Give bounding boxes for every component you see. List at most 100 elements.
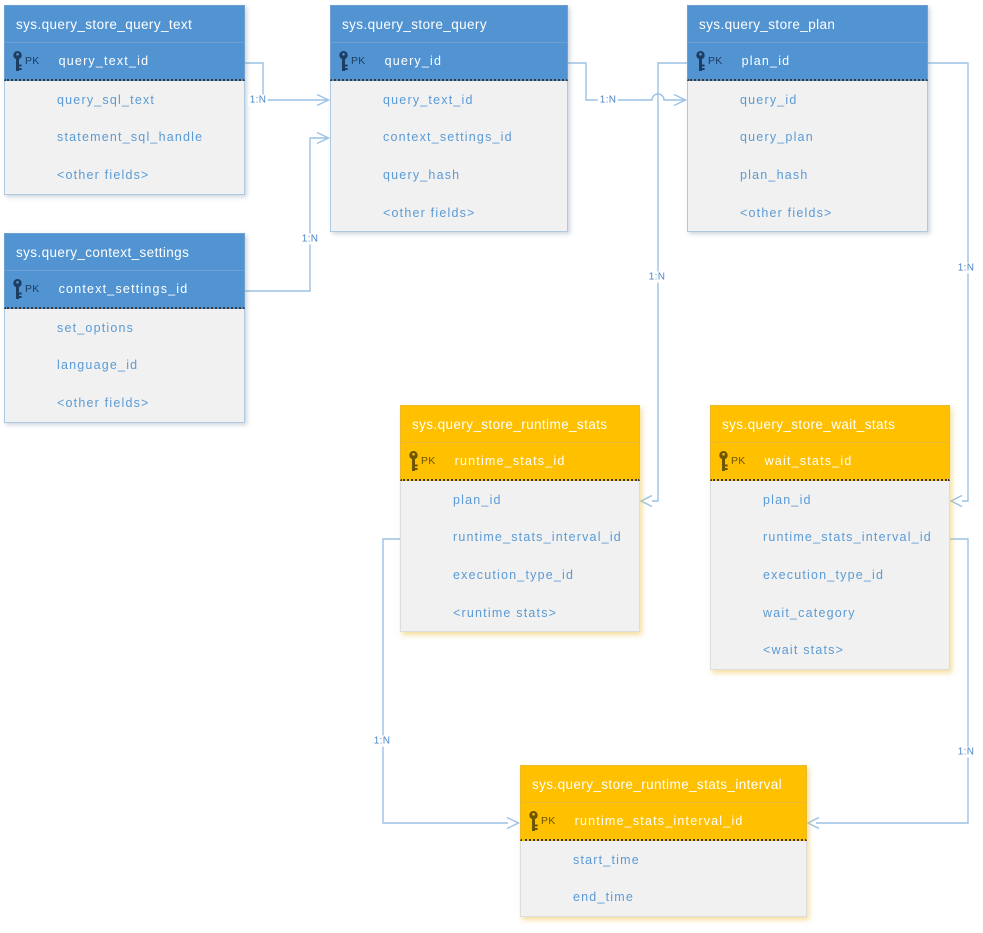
primary-key-row: PK query_id	[330, 43, 568, 81]
primary-key-row: PK context_settings_id	[4, 271, 245, 309]
field-row: <runtime stats>	[401, 594, 639, 632]
field-name: query_plan	[740, 130, 814, 145]
field-name: query_sql_text	[57, 92, 156, 107]
field-name: query_hash	[383, 167, 461, 182]
field-name: <other fields>	[57, 395, 150, 410]
connector-line	[245, 137, 328, 292]
primary-key-icon	[12, 278, 23, 300]
field-row: execution_type_id	[711, 556, 949, 594]
entity-title: sys.query_store_query_text	[4, 5, 245, 43]
entity-sys-query-context-settings: sys.query_context_settings PK context_se…	[4, 233, 245, 423]
entity-fields: query_id query_plan plan_hash <other fields…	[687, 81, 928, 233]
field-name: set_options	[57, 320, 135, 335]
field-name: plan_hash	[740, 167, 809, 182]
primary-key-icon	[528, 810, 539, 832]
entity-sys-query-store-query-text: sys.query_store_query_text PK query_text…	[4, 5, 245, 195]
field-row: end_time	[521, 879, 806, 917]
field-row: <wait stats>	[711, 631, 949, 669]
cardinality-label: 1:N	[955, 262, 977, 274]
entity-sys-query-store-runtime-stats: sys.query_store_runtime_stats PK runtime…	[400, 405, 640, 633]
entity-title: sys.query_store_query	[330, 5, 568, 43]
primary-key-icon	[695, 50, 706, 72]
cardinality-label: 1:N	[646, 271, 668, 283]
pk-field-name: plan_id	[741, 54, 791, 68]
cardinality-label: 1:N	[597, 94, 619, 106]
field-row: wait_category	[711, 594, 949, 632]
field-name: query_text_id	[383, 92, 474, 107]
primary-key-row: PK plan_id	[687, 43, 928, 81]
pk-field-name: runtime_stats_interval_id	[574, 814, 744, 828]
entity-sys-query-store-runtime-stats-interval: sys.query_store_runtime_stats_interval P…	[520, 765, 807, 918]
field-row: plan_hash	[688, 156, 927, 194]
primary-key-row: PK wait_stats_id	[710, 443, 950, 481]
field-row: query_id	[688, 81, 927, 119]
primary-key-icon	[408, 450, 419, 472]
pk-badge: PK	[421, 455, 436, 467]
field-row: query_sql_text	[5, 81, 244, 119]
entity-title: sys.query_store_plan	[687, 5, 928, 43]
field-row: <other fields>	[5, 384, 244, 422]
pk-field-name: query_id	[384, 54, 443, 68]
field-row: runtime_stats_interval_id	[401, 519, 639, 557]
pk-field-name: query_text_id	[58, 54, 150, 68]
field-name: <wait stats>	[763, 643, 845, 658]
entity-fields: query_text_id context_settings_id query_ha…	[330, 81, 568, 233]
field-name: execution_type_id	[453, 567, 575, 582]
field-name: plan_id	[453, 492, 502, 507]
cardinality-label: 1:N	[247, 94, 269, 106]
field-name: runtime_stats_interval_id	[763, 530, 932, 545]
pk-badge: PK	[708, 55, 723, 67]
field-name: plan_id	[763, 492, 812, 507]
entity-sys-query-store-wait-stats: sys.query_store_wait_stats PK wait_stats…	[710, 405, 950, 670]
cardinality-label: 1:N	[371, 735, 393, 747]
field-name: start_time	[573, 852, 640, 867]
pk-field-name: wait_stats_id	[764, 454, 853, 468]
connector-arrow-icon	[316, 131, 331, 145]
field-row: context_settings_id	[331, 119, 567, 157]
field-name: context_settings_id	[383, 130, 513, 145]
pk-badge: PK	[731, 455, 746, 467]
entity-title: sys.query_store_wait_stats	[710, 405, 950, 443]
primary-key-icon	[338, 50, 349, 72]
field-name: execution_type_id	[763, 567, 885, 582]
entity-title: sys.query_store_runtime_stats_interval	[520, 765, 807, 803]
primary-key-row: PK runtime_stats_interval_id	[520, 803, 807, 841]
connector-arrow-icon	[673, 93, 688, 107]
pk-badge: PK	[25, 55, 40, 67]
connector-arrow-icon	[806, 816, 820, 830]
field-row: plan_id	[711, 481, 949, 519]
connector-line	[568, 62, 685, 101]
connector-arrow-icon	[639, 494, 653, 508]
cardinality-label: 1:N	[955, 746, 977, 758]
field-row: start_time	[521, 841, 806, 879]
field-row: query_plan	[688, 119, 927, 157]
field-name: <other fields>	[740, 205, 833, 220]
field-row: <other fields>	[5, 156, 244, 194]
primary-key-row: PK runtime_stats_id	[400, 443, 640, 481]
entity-sys-query-store-plan: sys.query_store_plan PK plan_id query_id…	[687, 5, 928, 233]
field-name: <runtime stats>	[453, 605, 558, 620]
primary-key-icon	[12, 50, 23, 72]
field-row: query_text_id	[331, 81, 567, 119]
field-name: query_id	[740, 92, 798, 107]
pk-badge: PK	[351, 55, 366, 67]
field-name: wait_category	[763, 605, 856, 620]
field-row: set_options	[5, 309, 244, 347]
entity-title: sys.query_store_runtime_stats	[400, 405, 640, 443]
field-name: <other fields>	[57, 167, 150, 182]
field-name: end_time	[573, 890, 635, 905]
field-row: query_hash	[331, 156, 567, 194]
pk-badge: PK	[25, 283, 40, 295]
field-row: runtime_stats_interval_id	[711, 519, 949, 557]
entity-fields: plan_id runtime_stats_interval_id executio…	[400, 481, 640, 633]
primary-key-icon	[718, 450, 729, 472]
field-name: statement_sql_handle	[57, 130, 204, 145]
entity-fields: start_time end_time	[520, 841, 807, 918]
connector-arrow-icon	[316, 93, 331, 107]
entity-fields: query_sql_text statement_sql_handle <other…	[4, 81, 245, 195]
field-row: <other fields>	[688, 194, 927, 232]
field-row: plan_id	[401, 481, 639, 519]
connector-arrow-icon	[949, 494, 963, 508]
